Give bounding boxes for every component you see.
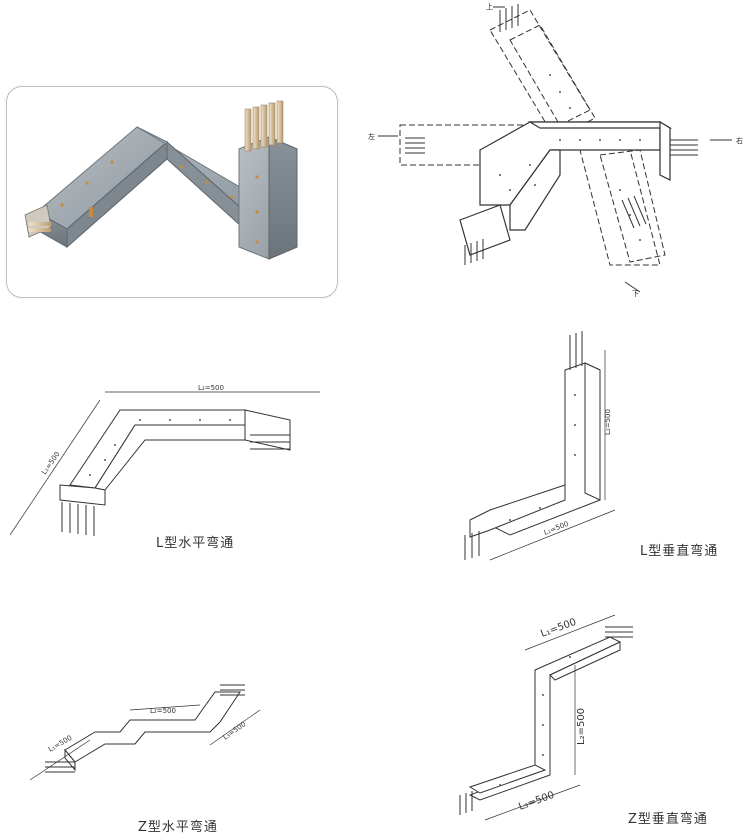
dim-l2: L₂=500 [150,707,176,715]
l-horizontal-drawing: L₂=500 L₁=500 [9,384,320,536]
dim-l1: L₁=500 [543,520,570,537]
dim-l1: L₁=500 [40,450,61,476]
product-photo-card [6,86,338,298]
cross-diagram: 上 左 右 下 [360,0,750,300]
dim-l2: L₂=500 [198,384,224,392]
label-top: 上 [486,2,493,11]
z-vertical-drawing: L₁=500 L₂=500 L₃=500 [459,614,633,821]
dim-l2: L₂=500 [604,409,612,435]
z-vertical-diagram: L₁=500 L₂=500 L₃=500 [450,605,650,825]
label-bottom: 下 [632,290,639,298]
l-horizontal-diagram: L₂=500 L₁=500 [0,380,330,545]
caption-z-horizontal: Z型水平弯通 [138,820,218,835]
caption-z-vertical: Z型垂直弯通 [628,812,708,827]
label-left: 左 [368,132,375,141]
z-horizontal-drawing: L₁=500 L₂=500 L₃=500 [29,684,261,781]
l-vertical-drawing: L₂=500 L₁=500 [464,331,616,561]
dim-l3: L₃=500 [517,790,556,813]
dim-l2: L₂=500 [576,708,587,745]
cross-diagram-drawing: 上 左 右 下 [368,2,743,298]
copper-bars-top [244,100,284,152]
label-right: 右 [736,136,743,145]
busway-photo [24,100,298,260]
caption-l-vertical: L型垂直弯通 [640,544,719,559]
copper-bars-left [24,204,52,238]
dim-l3: L₃=500 [222,720,248,741]
z-horizontal-diagram: L₁=500 L₂=500 L₃=500 [10,670,300,810]
dim-l1: L₁=500 [539,617,578,640]
caption-l-horizontal: L型水平弯通 [156,536,235,551]
l-vertical-diagram: L₂=500 L₁=500 [450,325,650,575]
